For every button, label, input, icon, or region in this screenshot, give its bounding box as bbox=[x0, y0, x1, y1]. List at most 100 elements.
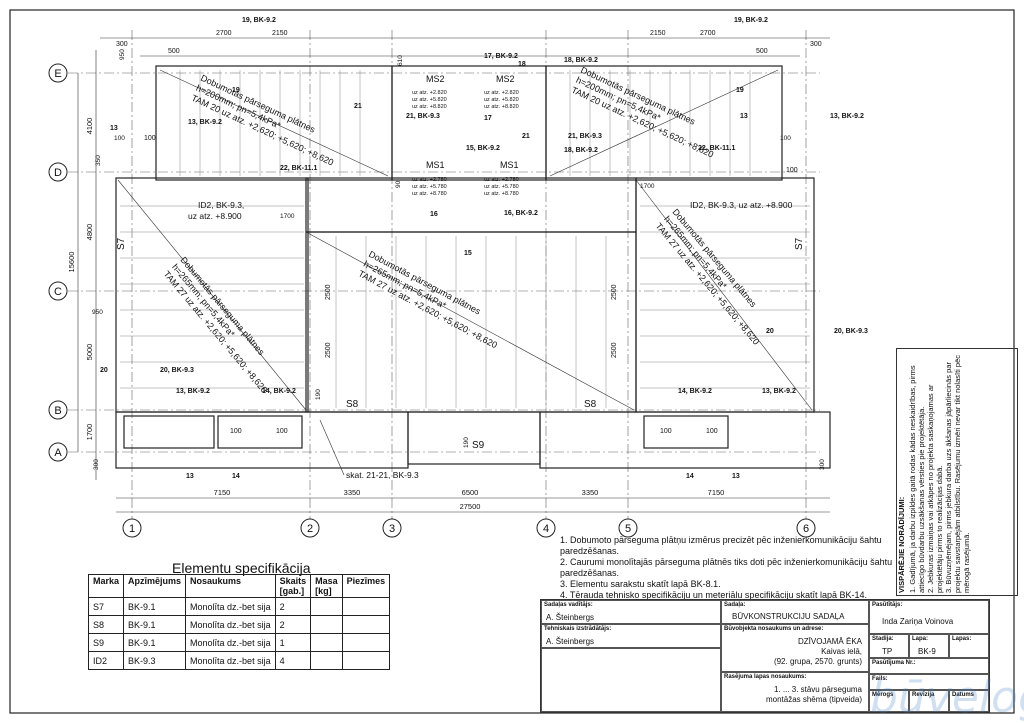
tb-vaditajs-value: A. Šteinbergs bbox=[546, 613, 595, 622]
spec-cell bbox=[341, 597, 391, 616]
dim-col-2: 3350 bbox=[344, 488, 361, 497]
spec-cell: Monolīta dz.-bet sija bbox=[185, 651, 276, 670]
svg-text:uz atz. +5.780: uz atz. +5.780 bbox=[412, 184, 447, 190]
slab-label-left-3: TAM 27 uz atz. +2,620; +5,620; +8,620 bbox=[162, 269, 270, 395]
mark-15: 15, BK-9.2 bbox=[466, 145, 500, 152]
spec-cell: Monolīta dz.-bet sija bbox=[185, 615, 276, 634]
note-4: 4. Tērauda tehnisko specifikāciju un met… bbox=[560, 590, 867, 600]
svg-text:MS1: MS1 bbox=[426, 160, 445, 170]
tb-rasejums-line1: 1. ... 3. stāvu pārseguma bbox=[773, 685, 862, 694]
svg-text:14: 14 bbox=[686, 473, 694, 480]
tb-pasutitajs-label: Pasūtītājs: bbox=[872, 602, 903, 608]
spec-cell bbox=[310, 633, 343, 652]
spec-cell: S7 bbox=[87, 597, 125, 616]
side-note-3: 3. Būvuzņēmējam, pirms jebkura darba uzs… bbox=[944, 354, 971, 593]
left-dimensions: 4100 4800 5000 1700 15600 bbox=[67, 50, 97, 480]
general-notes: 1. Dobumoto pārseguma plātņu izmērus pre… bbox=[560, 535, 905, 601]
spec-h-piez: Piezīmes bbox=[341, 574, 391, 598]
mark-14-bottom-right: 14, BK-9.2 bbox=[678, 388, 712, 395]
dim-top-500-right: 500 bbox=[756, 48, 768, 55]
svg-text:uz atz. +2.780: uz atz. +2.780 bbox=[412, 177, 447, 183]
spec-h-skaits-label: Skaits bbox=[279, 576, 307, 586]
svg-text:13: 13 bbox=[732, 473, 740, 480]
dim-top-2700-right: 2700 bbox=[700, 30, 716, 37]
spec-table: Marka Apzīmējums Nosaukums Skaits[gab.] … bbox=[87, 574, 391, 670]
tb-pasutijums-cell: Pasūtījuma Nr.: bbox=[869, 658, 989, 674]
svg-text:610: 610 bbox=[397, 55, 404, 66]
tb-revizija-cell: Revīzija bbox=[909, 690, 949, 712]
beam-s7-left: S7 bbox=[116, 237, 127, 250]
tb-lapa-value: BK-9 bbox=[918, 647, 936, 656]
dim-top-300-left: 300 bbox=[116, 41, 128, 48]
side-note-1: 1. Gadījumā, ja darbu izpildes gaitā rod… bbox=[908, 365, 926, 593]
svg-text:950: 950 bbox=[92, 309, 103, 316]
tb-sadala-cell: Sadaļa: BŪVKONSTRUKCIJU SADAĻA bbox=[721, 600, 869, 624]
slab-annotations: Dobumotās pārseguma plātnes h=200mm; pn=… bbox=[162, 65, 762, 395]
note-2: 2. Caurumi monolītajās pārseguma plātnēs… bbox=[560, 557, 893, 578]
spec-cell: 4 bbox=[274, 651, 312, 670]
tb-stadija-value: TP bbox=[882, 647, 893, 656]
spec-h-masa: Masa[kg] bbox=[310, 574, 343, 598]
spec-cell: BK-9.1 bbox=[123, 615, 187, 634]
id2-left-line1: ID2, BK-9.3, bbox=[198, 200, 244, 210]
col-label-4: 4 bbox=[543, 523, 549, 535]
col-label-2: 2 bbox=[307, 523, 313, 535]
tb-datums-cell: Datums bbox=[949, 690, 989, 712]
tb-sadala-value: BŪVKONSTRUKCIJU SADAĻA bbox=[732, 612, 845, 621]
svg-text:950: 950 bbox=[119, 49, 126, 60]
svg-text:17: 17 bbox=[484, 115, 492, 122]
title-block: Sadaļas vadītājs: A. Šteinbergs Tehniska… bbox=[540, 599, 990, 713]
svg-text:2500: 2500 bbox=[325, 342, 332, 358]
tb-pasutitajs-cell: Pasūtītājs: Inda Zariņa Voinova bbox=[869, 600, 989, 634]
tb-sadala-label: Sadaļa: bbox=[724, 602, 746, 608]
top-dimensions: 300 500 2700 2150 2150 2700 500 300 bbox=[100, 30, 830, 57]
dim-row-2: 4800 bbox=[85, 224, 94, 241]
dim-top-300-right: 300 bbox=[810, 41, 822, 48]
tb-vaditajs-cell: Sadaļas vadītājs: A. Šteinbergs bbox=[541, 600, 721, 624]
svg-text:13: 13 bbox=[110, 125, 118, 132]
mark-22-left: 22, BK-11.1 bbox=[280, 165, 317, 172]
side-note-2: 2. Jebkuras izmaiņas vai atkāpes no proj… bbox=[926, 384, 944, 593]
col-label-1: 1 bbox=[129, 523, 135, 535]
spec-cell bbox=[310, 615, 343, 634]
svg-text:1700: 1700 bbox=[280, 213, 295, 220]
svg-text:21: 21 bbox=[354, 103, 362, 110]
tb-stadija-cell: Stadija: TP bbox=[869, 634, 909, 658]
tb-revizija-label: Revīzija bbox=[912, 692, 935, 698]
dim-row-1: 4100 bbox=[85, 118, 94, 135]
svg-text:100: 100 bbox=[660, 428, 672, 435]
tb-lapas-label: Lapas: bbox=[952, 636, 972, 642]
tb-fails-cell: Fails: bbox=[869, 674, 989, 690]
spec-cell bbox=[310, 651, 343, 670]
mark-14-bottom-left: 14, BK-9.2 bbox=[262, 388, 296, 395]
tb-lapa-label: Lapa: bbox=[912, 636, 929, 642]
svg-text:100: 100 bbox=[114, 135, 125, 142]
svg-text:uz atz. +8.780: uz atz. +8.780 bbox=[484, 191, 519, 197]
dim-col-3: 6500 bbox=[462, 488, 479, 497]
row-label-c: C bbox=[54, 286, 62, 298]
svg-text:100: 100 bbox=[276, 428, 288, 435]
svg-text:16: 16 bbox=[430, 211, 438, 218]
tb-objekts-label: Būvobjekta nosaukums un adrese: bbox=[724, 626, 824, 632]
mark-13-left: 13, BK-9.2 bbox=[188, 119, 222, 126]
svg-text:MS1: MS1 bbox=[500, 160, 519, 170]
tb-izstradaja-value: A. Šteinbergs bbox=[546, 637, 595, 646]
tb-pasutijums-label: Pasūtījuma Nr.: bbox=[872, 660, 916, 666]
beam-labels: S7 S7 S8 S8 S9 bbox=[116, 237, 805, 451]
svg-text:350: 350 bbox=[95, 155, 102, 166]
tb-pasutitajs-value: Inda Zariņa Voinova bbox=[882, 617, 954, 626]
side-notes-box: VISPĀRĒJIE NORĀDĪJUMI: 1. Gadījumā, ja d… bbox=[896, 348, 1018, 596]
mark-13-bottom-right: 13, BK-9.2 bbox=[762, 388, 796, 395]
svg-text:190: 190 bbox=[463, 437, 470, 448]
plank-joints bbox=[120, 70, 810, 408]
spec-cell: BK-9.1 bbox=[123, 633, 187, 652]
svg-text:MS2: MS2 bbox=[426, 74, 445, 84]
mark-19-right: 19, BK-9.2 bbox=[734, 17, 768, 24]
spec-cell bbox=[310, 597, 343, 616]
svg-text:MS2: MS2 bbox=[496, 74, 515, 84]
spec-h-marka: Marka bbox=[87, 574, 125, 598]
tb-stadija-label: Stadija: bbox=[872, 636, 894, 642]
spec-cell: 2 bbox=[274, 597, 312, 616]
svg-text:100: 100 bbox=[786, 167, 798, 174]
